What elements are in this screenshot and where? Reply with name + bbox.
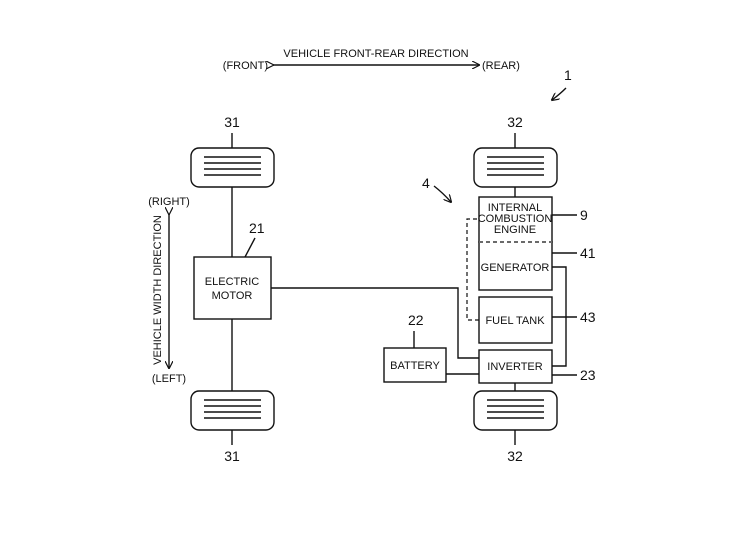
battery-ref: 22 — [408, 312, 424, 328]
fuel-line-dashed — [466, 218, 479, 321]
figure-ref-label: 1 — [564, 67, 572, 83]
generator-box — [478, 241, 553, 291]
width-direction-title: VEHICLE WIDTH DIRECTION — [152, 215, 164, 365]
engine-label-line1: INTERNAL — [488, 202, 542, 214]
generator-label: GENERATOR — [481, 262, 550, 274]
unit-ref: 4 — [422, 175, 430, 191]
rear-top-wheel — [473, 147, 558, 188]
unit-ref-leader — [433, 185, 451, 202]
fuel-tank-label: FUEL TANK — [485, 315, 545, 327]
front-top-wheel-ref: 31 — [224, 114, 240, 130]
electric-motor-label-line2: MOTOR — [212, 290, 253, 302]
front-top-wheel — [190, 147, 275, 188]
fuel-tank-ref: 43 — [580, 309, 596, 325]
fuel-tank-box — [478, 296, 553, 344]
figure-ref-leader — [552, 87, 567, 100]
engine-label-line3: ENGINE — [494, 224, 536, 236]
electric-motor-ref: 21 — [249, 220, 265, 236]
left-label: (LEFT) — [152, 373, 186, 385]
inverter-ref: 23 — [580, 367, 596, 383]
generator-inverter-wire — [552, 266, 567, 367]
electric-motor-box — [193, 256, 272, 320]
front-rear-direction-title: VEHICLE FRONT-REAR DIRECTION — [283, 48, 468, 60]
rear-top-wheel-ref: 32 — [507, 114, 523, 130]
front-bottom-wheel — [190, 390, 275, 431]
engine-label-line2: COMBUSTION — [478, 213, 553, 225]
rear-bottom-wheel-ref: 32 — [507, 448, 523, 464]
engine-ref: 9 — [580, 207, 588, 223]
front-bottom-wheel-ref: 31 — [224, 448, 240, 464]
battery-box — [383, 347, 447, 383]
battery-label: BATTERY — [390, 360, 440, 372]
inverter-box — [478, 349, 553, 384]
generator-ref: 41 — [580, 245, 596, 261]
front-label: (FRONT) — [223, 60, 268, 72]
inverter-label: INVERTER — [487, 361, 542, 373]
rear-label: (REAR) — [482, 60, 520, 72]
motor-inverter-wire — [271, 287, 479, 359]
electric-motor-ref-leader — [244, 237, 256, 258]
electric-motor-label-line1: ELECTRIC — [205, 276, 259, 288]
right-label: (RIGHT) — [148, 196, 190, 208]
rear-bottom-wheel — [473, 390, 558, 431]
